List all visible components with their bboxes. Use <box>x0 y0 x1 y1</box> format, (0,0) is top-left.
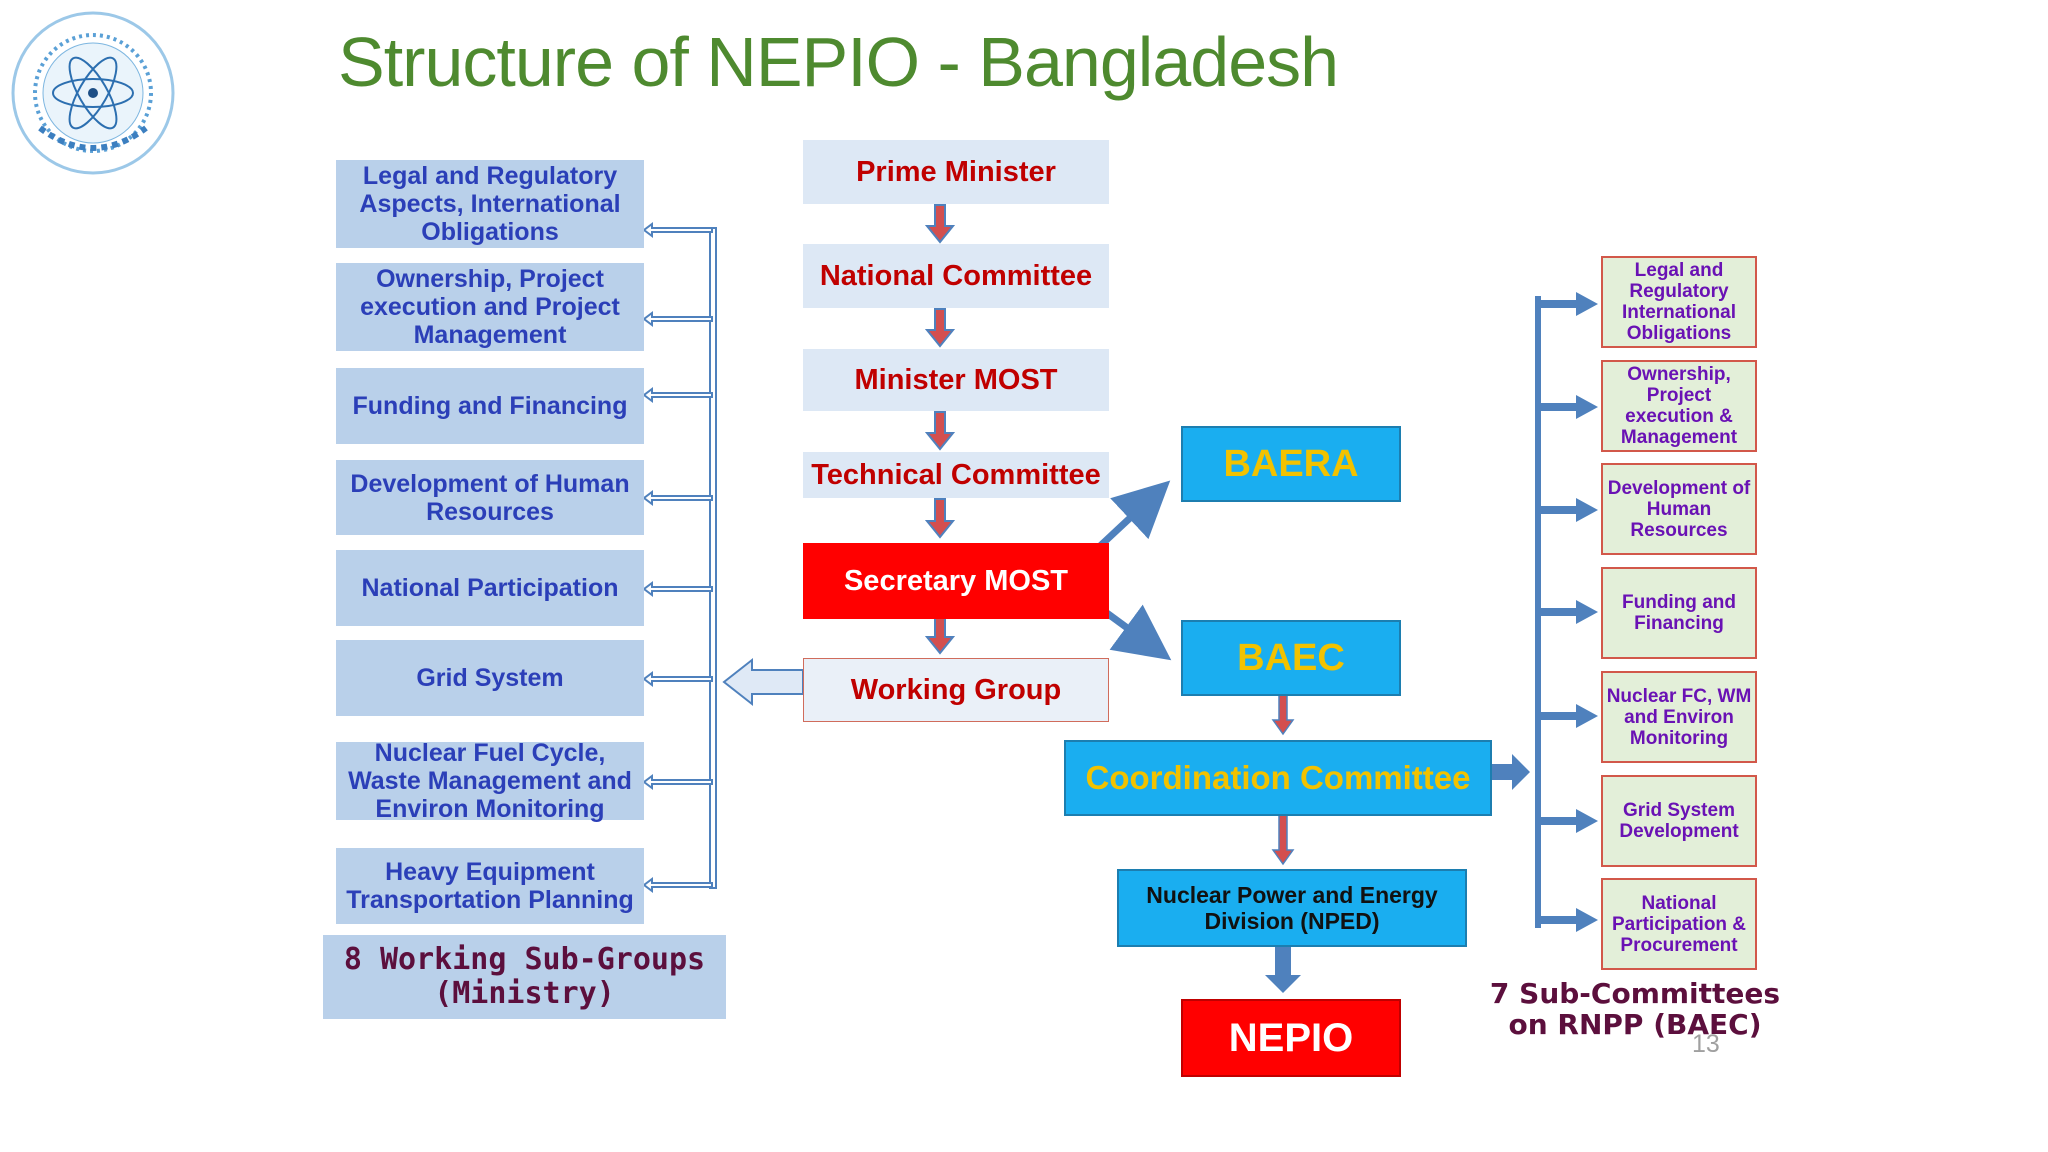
subgroup-nuclear-fuel: Nuclear Fuel Cycle, Waste Management and… <box>336 739 644 823</box>
arrow-to-baera <box>1097 480 1171 549</box>
working-group-arrow <box>722 657 804 707</box>
right-branch-arrow <box>1538 292 1598 316</box>
left-branch-arrow <box>642 774 713 790</box>
secretary-most-box: Secretary MOST <box>803 543 1109 619</box>
left-branch-arrow <box>642 311 713 327</box>
left-bus-line <box>709 227 717 889</box>
subcommittee-national-participation: National Participation & Procurement <box>1601 878 1757 970</box>
technical-committee-box: Technical Committee <box>803 452 1109 498</box>
agency-down-arrows <box>1271 694 1295 866</box>
right-branch-arrow <box>1538 498 1598 522</box>
subcommittee-grid: Grid System Development <box>1601 775 1757 867</box>
down-arrow <box>924 616 956 655</box>
subgroup-grid-system: Grid System <box>336 640 644 716</box>
right-branch-arrow <box>1538 704 1598 728</box>
arrow-to-baec <box>1097 604 1172 661</box>
left-branch-arrow <box>642 877 713 893</box>
right-branch-arrow <box>1538 908 1598 932</box>
left-branch-arrows <box>642 222 713 893</box>
subcommittee-funding: Funding and Financing <box>1601 567 1757 659</box>
left-branch-arrow <box>642 671 713 687</box>
left-branch-arrow <box>642 490 713 506</box>
subgroup-human-resources: Development of Human Resources <box>336 460 644 535</box>
left-branch-arrow <box>642 387 713 403</box>
subgroup-legal: Legal and Regulatory Aspects, Internatio… <box>336 160 644 248</box>
left-branch-arrow <box>642 222 713 238</box>
prime-minister-box: Prime Minister <box>803 140 1109 204</box>
nped-box: Nuclear Power and Energy Division (NPED) <box>1117 869 1467 947</box>
subgroup-funding: Funding and Financing <box>336 368 644 444</box>
coordination-committee-box: Coordination Committee <box>1064 740 1492 816</box>
baec-box: BAEC <box>1181 620 1401 696</box>
down-arrow <box>1271 694 1295 736</box>
subgroups-caption: 8 Working Sub-Groups (Ministry) <box>323 935 726 1019</box>
nepio-box: NEPIO <box>1181 999 1401 1077</box>
subcommittee-human-resources: Development of Human Resources <box>1601 463 1757 555</box>
coordination-to-bus-arrow <box>1484 754 1530 790</box>
subgroup-national-participation: National Participation <box>336 550 644 626</box>
left-branch-arrow <box>642 581 713 597</box>
baera-box: BAERA <box>1181 426 1401 502</box>
right-branch-arrow <box>1538 809 1598 833</box>
down-arrow <box>924 411 956 451</box>
right-branch-arrow <box>1538 600 1598 624</box>
national-committee-box: National Committee <box>803 244 1109 308</box>
working-group-box: Working Group <box>803 658 1109 722</box>
chain-down-arrows <box>924 204 956 655</box>
nped-to-nepio-arrow <box>1265 942 1301 993</box>
subcommittee-ownership: Ownership, Project execution & Managemen… <box>1601 360 1757 452</box>
down-arrow <box>924 204 956 244</box>
subgroup-ownership: Ownership, Project execution and Project… <box>336 263 644 351</box>
down-arrow <box>924 498 956 539</box>
subcommittees-caption: 7 Sub-Committees on RNPP (BAEC) <box>1489 977 1781 1041</box>
subcommittee-legal: Legal and Regulatory International Oblig… <box>1601 256 1757 348</box>
right-branch-arrow <box>1538 395 1598 419</box>
aec-logo <box>8 8 178 178</box>
right-branch-arrows <box>1538 292 1598 932</box>
subcommittee-nuclear-fc: Nuclear FC, WM and Environ Monitoring <box>1601 671 1757 763</box>
minister-most-box: Minister MOST <box>803 349 1109 411</box>
down-arrow <box>924 308 956 348</box>
page-title: Structure of NEPIO - Bangladesh <box>338 23 1339 101</box>
down-arrow <box>1271 811 1295 866</box>
subgroup-heavy-equipment: Heavy Equipment Transportation Planning <box>336 848 644 924</box>
page-number: 13 <box>1692 1030 1720 1058</box>
